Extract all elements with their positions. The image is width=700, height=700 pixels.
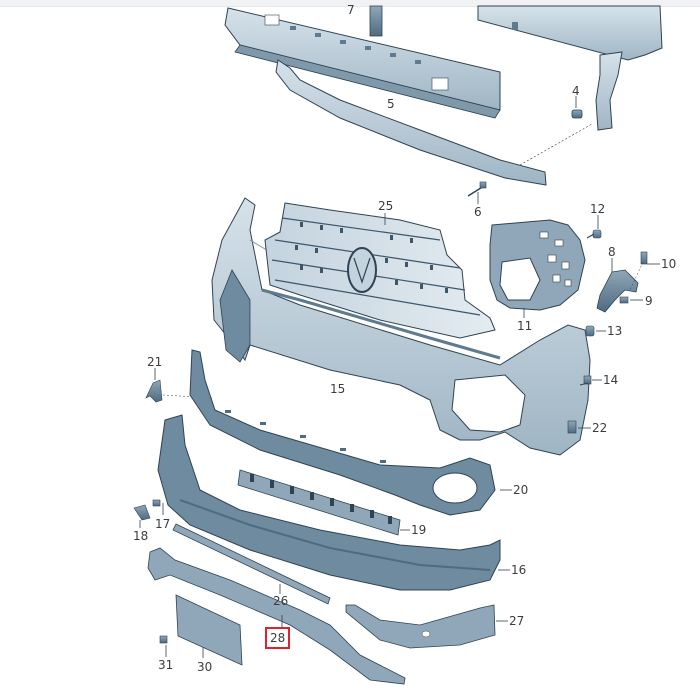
callout-26[interactable]: 26	[273, 594, 289, 608]
callout-5[interactable]: 5	[387, 97, 395, 111]
part-18-bracket[interactable]	[133, 504, 151, 521]
callout-13[interactable]: 13	[607, 324, 623, 338]
part-31-screw[interactable]	[159, 635, 168, 644]
callout-9[interactable]: 9	[645, 294, 653, 308]
callout-12[interactable]: 12	[590, 202, 606, 216]
part-right-crossmember[interactable]	[477, 5, 663, 131]
callout-8[interactable]: 8	[608, 245, 616, 259]
callout-7[interactable]: 7	[347, 3, 355, 17]
part-22-clip[interactable]	[567, 420, 577, 434]
callout-17[interactable]: 17	[155, 517, 171, 531]
part-25-grille[interactable]	[264, 202, 496, 339]
callout-15[interactable]: 15	[330, 382, 346, 396]
callout-27[interactable]: 27	[509, 614, 525, 628]
part-8-bracket[interactable]	[596, 269, 639, 313]
part-10-clip[interactable]	[640, 251, 648, 265]
callout-11[interactable]: 11	[517, 319, 533, 333]
part-14-screw[interactable]	[579, 375, 592, 386]
part-7-upper-carrier[interactable]	[224, 5, 501, 119]
part-17-screw[interactable]	[152, 499, 161, 507]
leader-dashed-4	[519, 123, 593, 166]
part-27-side-trim[interactable]	[345, 604, 496, 649]
part-5-absorber-strip[interactable]	[275, 59, 547, 186]
callout-10[interactable]: 10	[661, 257, 677, 271]
callout-21[interactable]: 21	[147, 355, 163, 369]
part-6-screw[interactable]	[467, 181, 487, 197]
callout-31[interactable]: 31	[158, 658, 174, 672]
top-bar	[0, 0, 700, 7]
callout-28-highlighted[interactable]: 28	[265, 627, 291, 649]
part-19-chrome-strip[interactable]	[237, 469, 401, 536]
callout-4[interactable]: 4	[572, 84, 580, 98]
part-9-nut[interactable]	[619, 296, 629, 304]
vw-badge-icon	[347, 247, 377, 293]
callout-6[interactable]: 6	[474, 205, 482, 219]
part-4-clip[interactable]	[571, 109, 583, 119]
callout-18[interactable]: 18	[133, 529, 149, 543]
callout-25[interactable]: 25	[378, 199, 394, 213]
part-16-lower-bumper[interactable]	[157, 414, 501, 591]
callout-22[interactable]: 22	[592, 421, 608, 435]
part-20-lower-trim[interactable]	[189, 349, 496, 516]
part-21-bracket[interactable]	[145, 379, 163, 403]
part-11-fog-light-bracket[interactable]	[489, 219, 586, 311]
part-28-spoiler-lip[interactable]	[147, 547, 406, 685]
part-13-clip[interactable]	[585, 325, 595, 337]
part-30-license-plate-bracket[interactable]	[175, 594, 243, 666]
callout-16[interactable]: 16	[511, 563, 527, 577]
callout-19[interactable]: 19	[411, 523, 427, 537]
part-26-trim-strip[interactable]	[172, 523, 331, 605]
callout-14[interactable]: 14	[603, 373, 619, 387]
callout-20[interactable]: 20	[513, 483, 529, 497]
part-12-screw[interactable]	[586, 229, 602, 239]
callout-30[interactable]: 30	[197, 660, 213, 674]
